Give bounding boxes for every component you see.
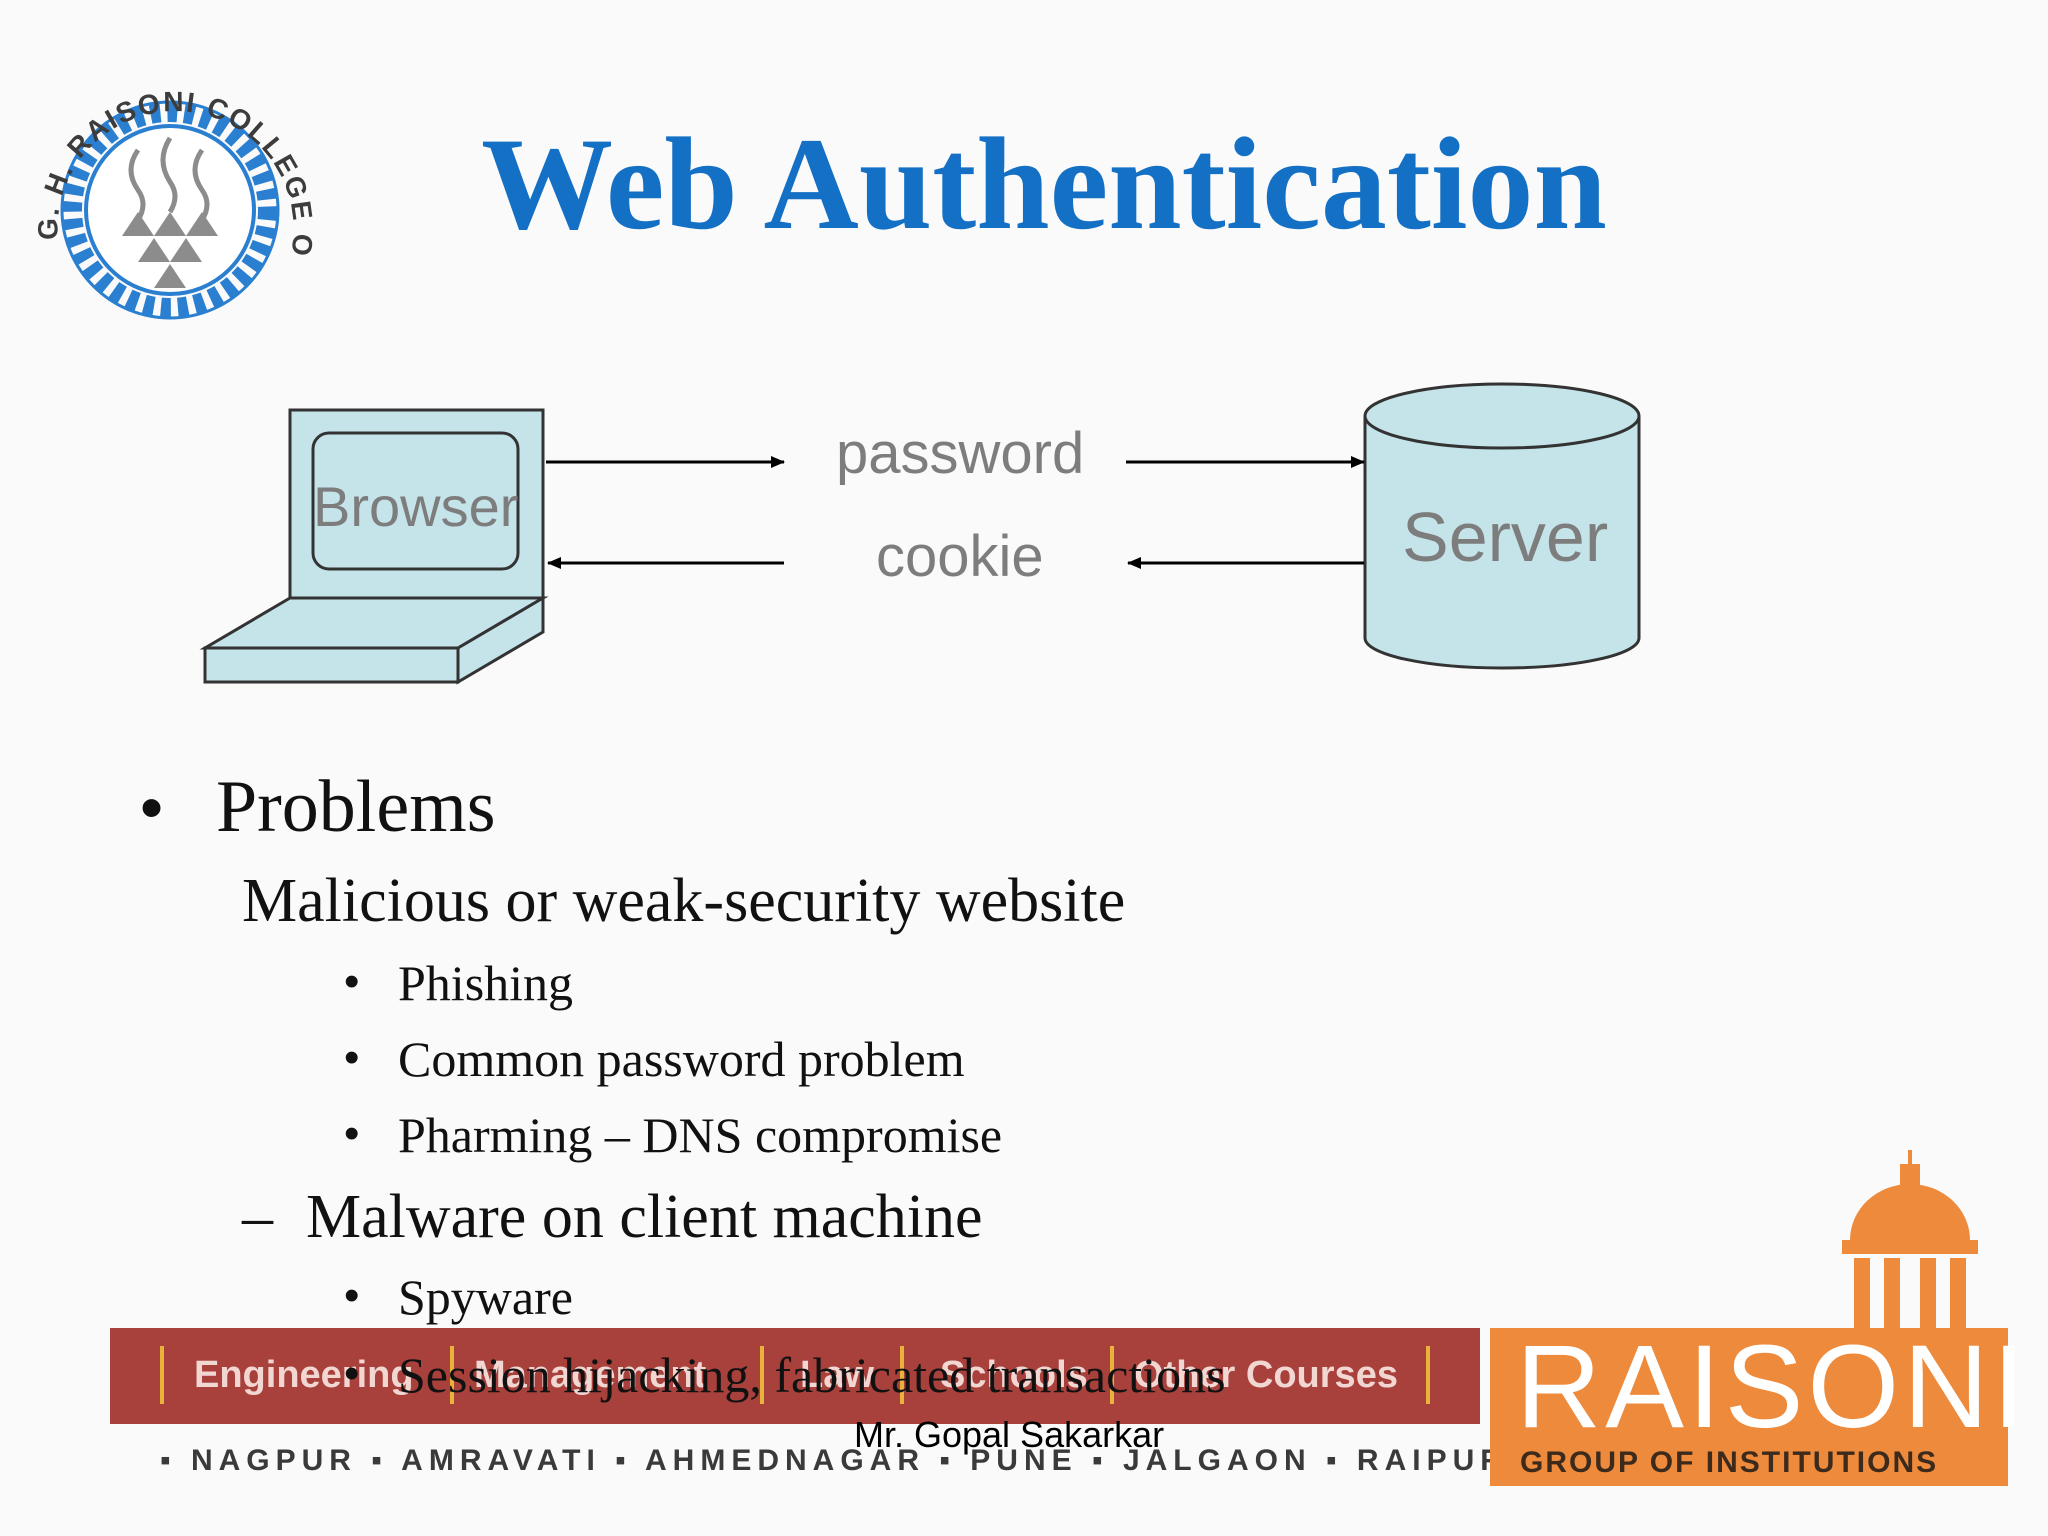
bullet-text: Pharming – DNS compromise <box>398 1107 1003 1163</box>
slide-title: Web Authentication <box>481 110 1607 257</box>
dash-marker: – <box>242 1183 273 1251</box>
subheading-malicious: Malicious or weak-security website <box>242 867 1126 935</box>
bullet-text: Phishing <box>398 955 574 1011</box>
bullet-marker: • <box>344 1349 360 1398</box>
author-name: Mr. Gopal Sakarkar <box>854 1414 1165 1455</box>
banner-item: Engineering <box>194 1354 414 1396</box>
brand-box <box>1490 1328 2008 1486</box>
banner-separator <box>900 1346 904 1404</box>
banner-separator <box>760 1346 764 1404</box>
laptop-icon <box>199 408 549 685</box>
course-banner: Engineering Management Law Schools Other… <box>110 1328 1480 1424</box>
banner-item: Law <box>800 1354 874 1396</box>
auth-diagram: Browser Server password cookie <box>0 370 2048 700</box>
brand-name: RAISONI <box>1516 1321 2030 1453</box>
college-logo: G. H. RAISONI COLLEGE OF ENGINEERING <box>10 40 317 320</box>
banner-separator <box>1426 1346 1430 1404</box>
banner-separator <box>450 1346 454 1404</box>
browser-label: Browser <box>313 475 519 538</box>
bullet-text: Problems <box>216 766 496 848</box>
banner-separator <box>1110 1346 1114 1404</box>
campus-cities: ▪ NAGPUR ▪ AMRAVATI ▪ AHMEDNAGAR ▪ PUNE … <box>160 1444 1539 1477</box>
bullet-marker: • <box>344 1033 360 1082</box>
bullet-text: Spyware <box>398 1269 573 1325</box>
banner-item: Other Courses <box>1134 1354 1398 1396</box>
request-label: password <box>836 421 1085 486</box>
server-label: Server <box>1402 498 1609 576</box>
bullet-text: Session hijacking, fabricated transactio… <box>398 1347 1226 1403</box>
banner-item: Management <box>474 1354 707 1396</box>
bullet-text: Common password problem <box>398 1031 965 1087</box>
dome-icon <box>1842 1150 1978 1330</box>
bullet-marker: • <box>344 957 360 1006</box>
bullet-text: Malware on client machine <box>306 1183 983 1251</box>
response-label: cookie <box>876 524 1044 589</box>
bullet-marker: • <box>344 1271 360 1320</box>
flame-emblem-icon <box>122 136 218 288</box>
banner-item: Schools <box>940 1354 1088 1396</box>
brand-subtitle: GROUP OF INSTITUTIONS <box>1520 1446 1939 1479</box>
database-icon <box>1363 382 1641 670</box>
banner-separator <box>160 1346 164 1404</box>
bullet-marker: • <box>140 770 164 844</box>
bullet-marker: • <box>344 1109 360 1158</box>
